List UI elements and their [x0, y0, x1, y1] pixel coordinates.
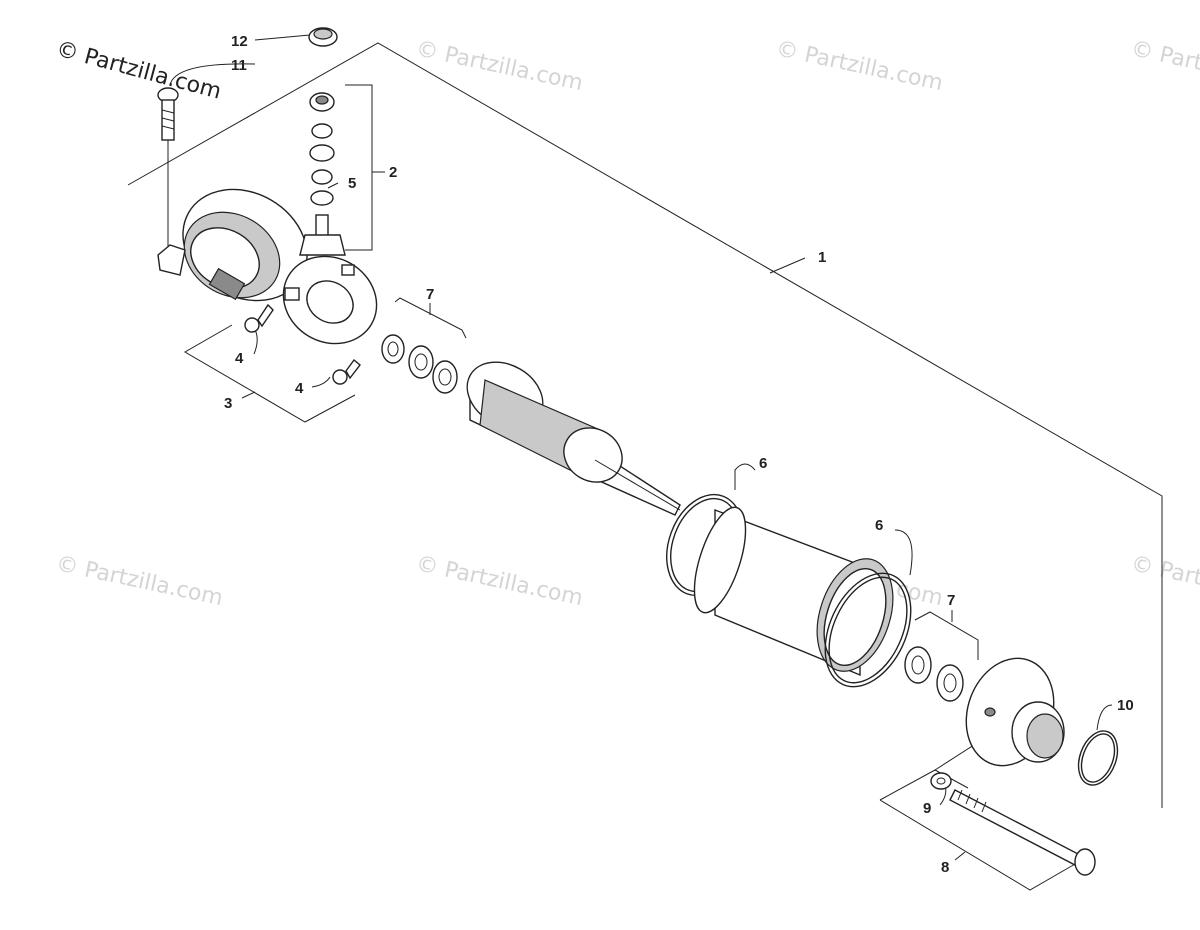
bracket-3: [184, 324, 356, 423]
callout-7-bottom: 7: [947, 592, 955, 609]
callout-3: 3: [224, 395, 232, 412]
brush-plate: [282, 255, 378, 345]
watermark-text: © Partzilla.com: [54, 551, 225, 611]
o-ring-part-10: [1077, 730, 1119, 786]
brush-part-4-lower: [332, 358, 361, 385]
watermark-layer: © Partzilla.com © Partzilla.com © Partzi…: [54, 36, 1200, 611]
brush-part-4-upper: [244, 303, 274, 333]
callout-1: 1: [818, 249, 826, 266]
assembly-bracket-1: [127, 42, 1163, 808]
callout-5: 5: [348, 175, 356, 192]
bracket-7-bottom: [914, 610, 979, 660]
through-bolt-part-8: [949, 789, 1096, 876]
bracket-8: [879, 769, 1083, 891]
terminal-hardware-part-2: [299, 92, 346, 256]
callout-4-upper: 4: [235, 350, 244, 367]
bolt-part-11: [157, 87, 179, 265]
watermark-text: © Partzilla.com: [774, 36, 945, 96]
callout-labels: 1 2 3 4 4 5 6 6 7 7 8 9 10 11 12: [224, 33, 1134, 876]
watermark-text: © Partzilla.com: [414, 36, 585, 96]
callout-12: 12: [231, 33, 248, 50]
watermark-text: © Partzilla.com: [1129, 36, 1200, 96]
bracket-7-top: [394, 297, 467, 339]
callout-6-left: 6: [759, 455, 767, 472]
yoke-housing: [693, 506, 894, 677]
washer-part-9: [930, 772, 952, 790]
callout-8: 8: [941, 859, 949, 876]
callout-4-lower: 4: [295, 380, 304, 397]
callout-9: 9: [923, 800, 931, 817]
callout-11: 11: [231, 57, 247, 74]
partzilla-watermark: © Partzilla.com: [53, 37, 223, 105]
armature: [466, 361, 681, 516]
bracket-2: [345, 84, 385, 251]
leader-lines: [169, 34, 1113, 806]
callout-6-right: 6: [875, 517, 883, 534]
callout-10: 10: [1117, 697, 1134, 714]
callout-7-top: 7: [426, 286, 434, 303]
nut-part-12: [308, 27, 338, 47]
o-ring-part-6-right: [824, 572, 912, 688]
callout-2: 2: [389, 164, 397, 181]
front-end-cover: [965, 657, 1065, 767]
rear-housing: [157, 188, 308, 302]
washers-part-7-bottom: [904, 646, 964, 702]
watermark-text: © Partzilla.com: [1129, 551, 1200, 611]
washers-part-7-top: [381, 334, 458, 394]
watermark-text: © Partzilla.com: [414, 551, 585, 611]
